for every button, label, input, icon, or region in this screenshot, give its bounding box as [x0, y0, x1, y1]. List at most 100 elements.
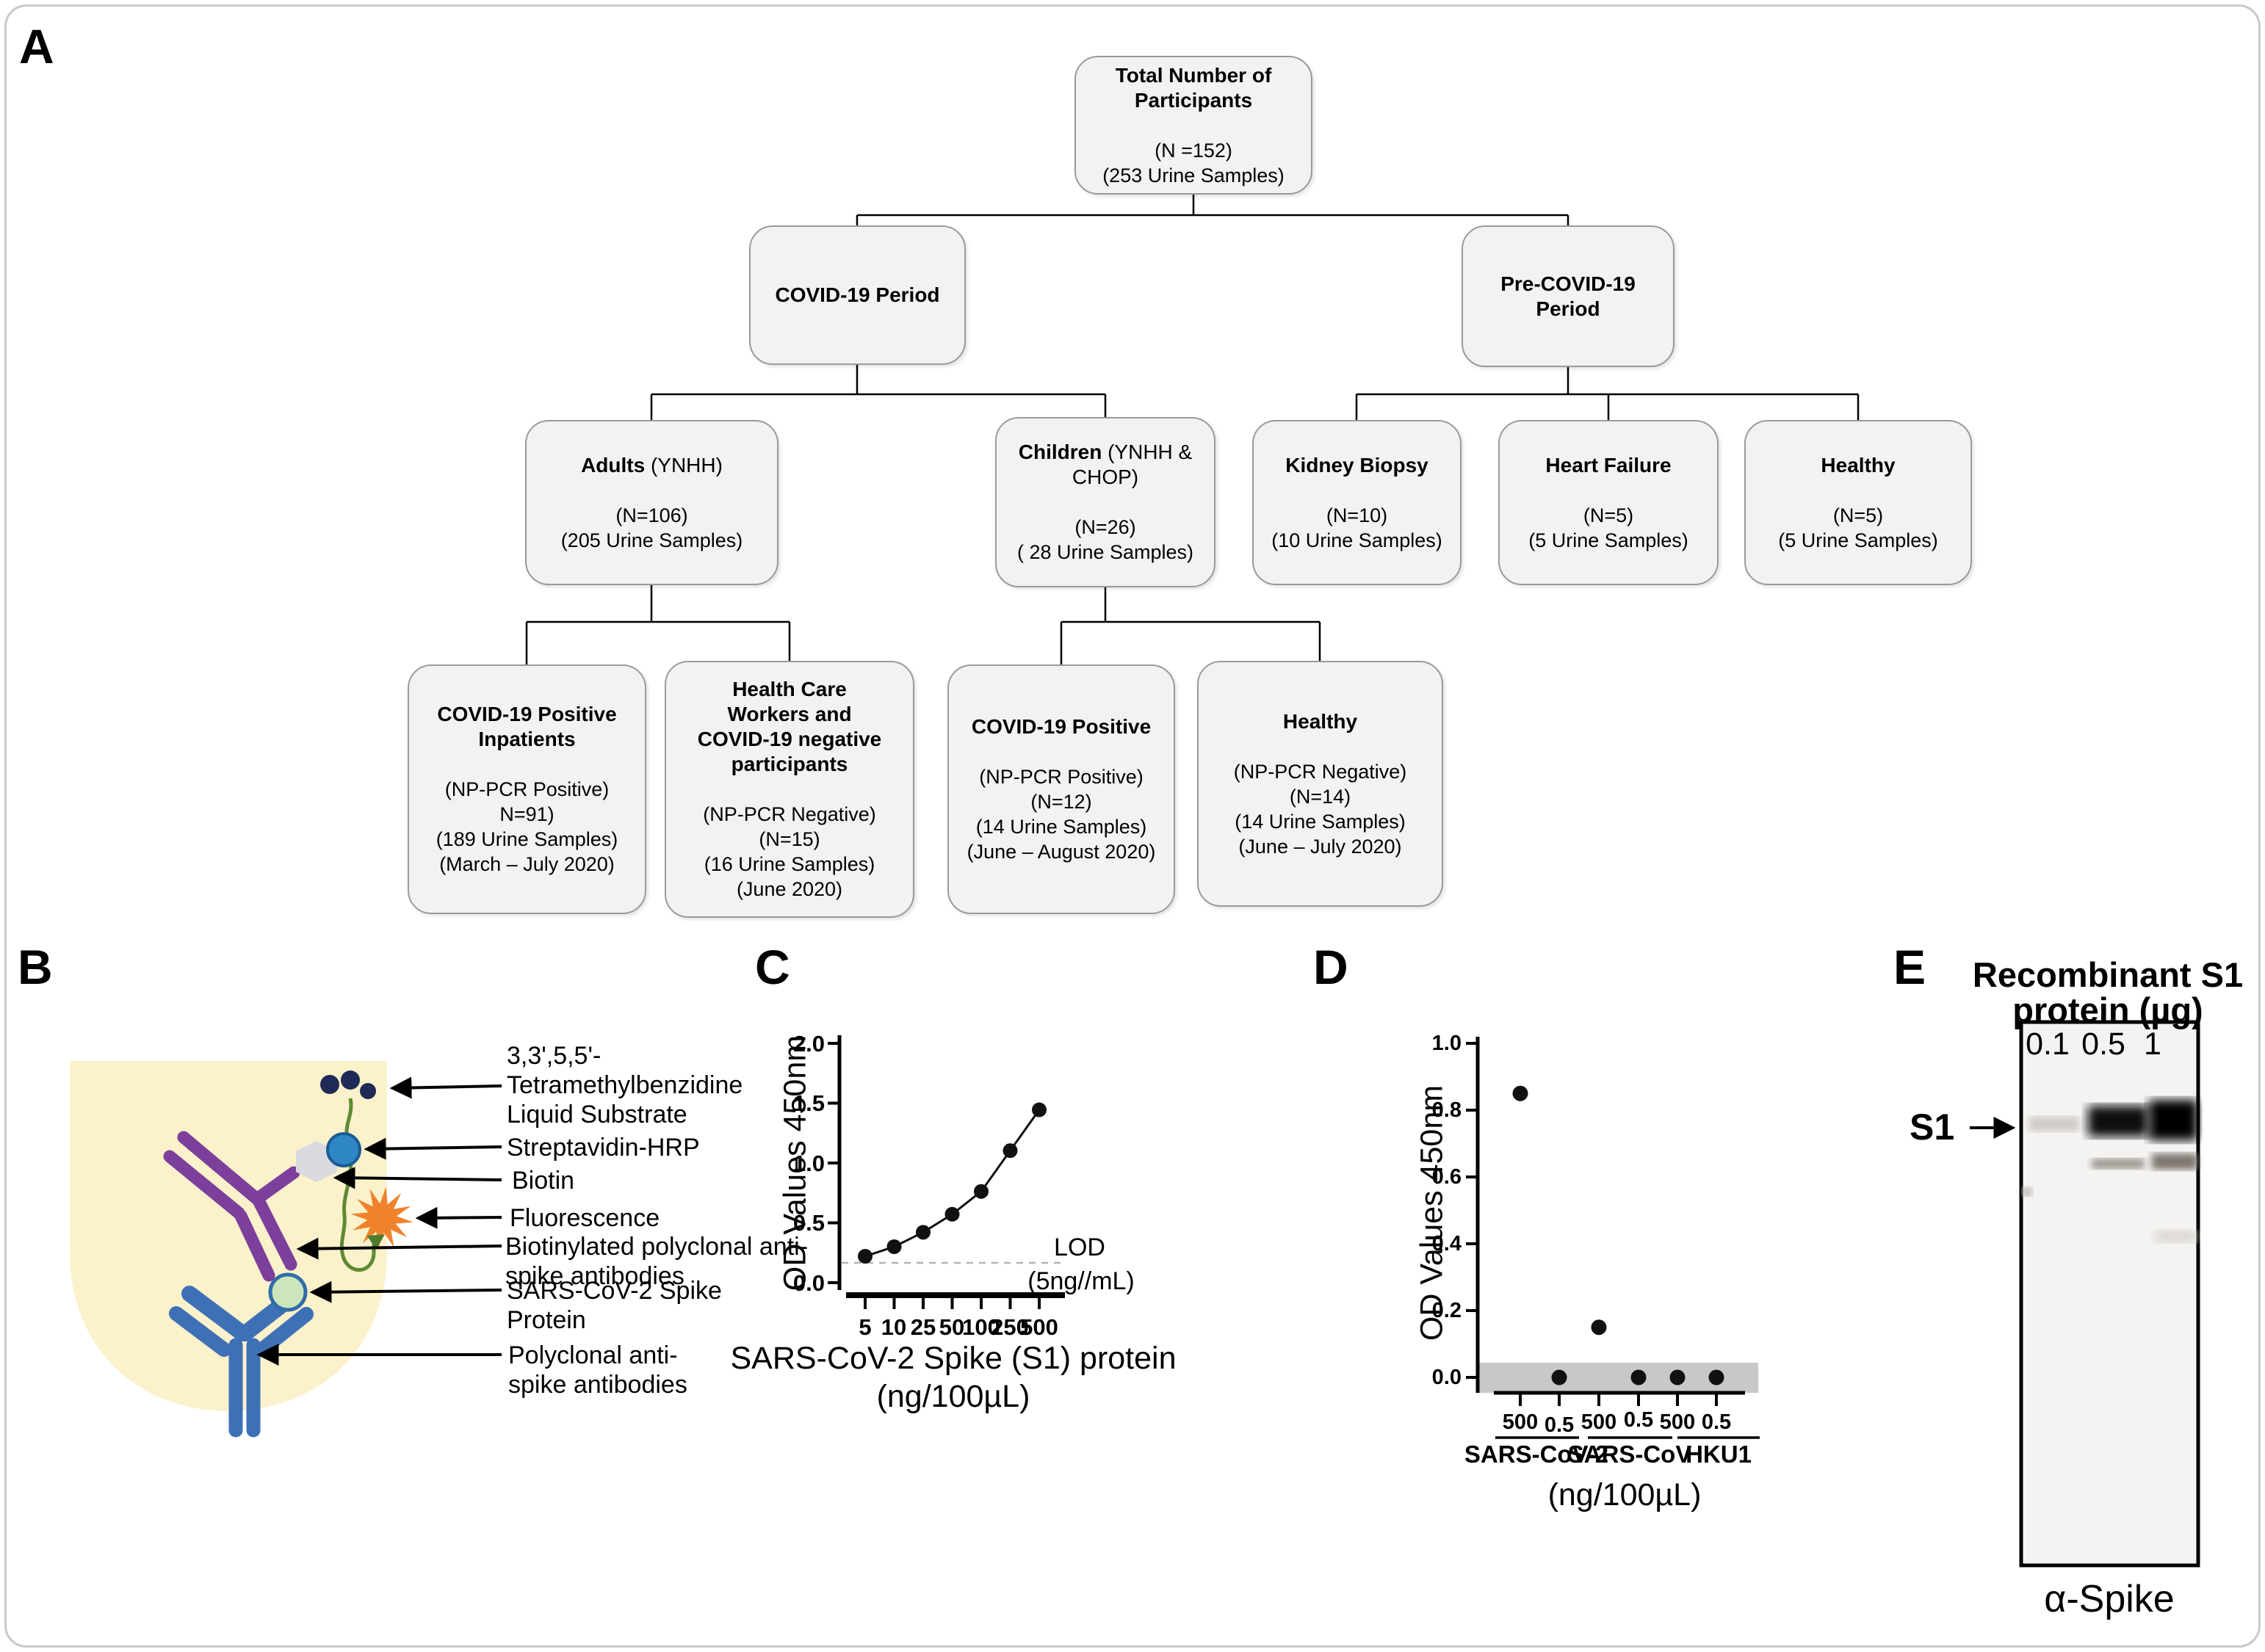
panel-d-xtick-0: 500	[1502, 1410, 1539, 1434]
blot-subband-lane2	[2092, 1159, 2145, 1169]
node-title: COVID-19 Period	[775, 283, 940, 306]
panel-d-group-hku1: HKU1	[1686, 1441, 1752, 1468]
node-title: COVID-19 Positive	[971, 715, 1152, 738]
blot-antibody-label: α-Spike	[2044, 1578, 2175, 1620]
panel-c-xtick-25: 25	[910, 1314, 936, 1340]
panel-c-series	[858, 1102, 1047, 1264]
blot-lane-label-2: 1	[2144, 1026, 2161, 1062]
streptavidin-hrp-icon	[326, 1132, 361, 1167]
lod-note: (5ng//mL)	[1027, 1267, 1135, 1295]
panel-c-x-axis-unit: (ng/100µL)	[876, 1379, 1030, 1414]
blot-subband-lane3	[2152, 1153, 2197, 1170]
panel-d-series	[1512, 1085, 1724, 1385]
blot-band-lane2	[2088, 1106, 2148, 1137]
panel-d-ytick-3: 0.6	[1431, 1165, 1462, 1189]
flowchart-node-covid-positive-children: COVID-19 Positive (NP-PCR Positive)(N=12…	[947, 664, 1175, 914]
flowchart-node-covid-inpatients: COVID-19 Positive Inpatients (NP-PCR Pos…	[408, 664, 646, 914]
flowchart-node-heart-failure: Heart Failure (N=5)(5 Urine Samples)	[1498, 420, 1719, 585]
node-title: Children	[1018, 441, 1102, 463]
panel-c-xtick-50: 50	[939, 1314, 965, 1340]
node-title-rest: (YNHH)	[645, 453, 723, 477]
western-blot	[1970, 1020, 2200, 1568]
label-biotinylated-antibody: Biotinylated polyclonal anti-spike antib…	[505, 1233, 809, 1290]
node-title: Pre-COVID-19 Period	[1500, 272, 1636, 320]
node-title: Heart Failure	[1545, 453, 1672, 477]
fluorescence-starburst-icon	[350, 1187, 413, 1250]
flowchart-node-health-care-workers: Health Care Workers and COVID-19 negativ…	[665, 661, 914, 918]
spike-protein-icon	[268, 1272, 308, 1312]
panel-d-xtick-2: 500	[1581, 1410, 1617, 1434]
node-lines: (N=106)(205 Urine Samples)	[560, 504, 743, 551]
panel-c-axes	[828, 1035, 1065, 1309]
loop-triangle-icon	[367, 1234, 385, 1250]
blot-lane-label-0: 0.1	[2026, 1026, 2070, 1062]
panel-d-x-axis-unit: (ng/100µL)	[1547, 1477, 1702, 1512]
panel-c-xtick-5: 5	[859, 1314, 872, 1340]
blot-title-line2: protein (µg)	[2012, 990, 2203, 1029]
node-title: Healthy	[1282, 709, 1358, 733]
blot-title-line1: Recombinant S1	[1972, 955, 2244, 994]
blot-speck	[2022, 1187, 2032, 1196]
panel-label-d: D	[1313, 940, 1348, 994]
panel-c-ytick-2: 1.0	[792, 1151, 825, 1176]
node-lines: (NP-PCR Negative)(N=15)(16 Urine Samples…	[703, 803, 876, 900]
panel-c-ytick-1: 0.5	[792, 1210, 825, 1236]
lod-label: LOD	[1054, 1233, 1105, 1261]
node-lines: (N=10)(10 Urine Samples)	[1271, 504, 1442, 551]
flowchart-node-healthy-children: Healthy (NP-PCR Negative)(N=14)(14 Urine…	[1197, 661, 1443, 907]
node-lines: (NP-PCR Positive)(N=12)(14 Urine Samples…	[967, 766, 1156, 863]
label-biotin: Biotin	[512, 1167, 575, 1195]
panel-d-ytick-0: 0.0	[1431, 1366, 1462, 1389]
panel-c-xtick-10: 10	[881, 1314, 907, 1340]
flowchart-node-precovid-period: Pre-COVID-19 Period	[1462, 225, 1675, 367]
blot-smudge-lane3	[2155, 1231, 2196, 1242]
panel-c-ytick-4: 2.0	[792, 1031, 825, 1057]
panel-d-ytick-2: 0.4	[1431, 1232, 1462, 1256]
blot-lane-label-1: 0.5	[2081, 1026, 2125, 1062]
panel-d-group-sars-cov-2: SARS-CoV-2	[1464, 1441, 1609, 1468]
panel-c-x-axis-label: SARS-CoV-2 Spike (S1) protein	[730, 1341, 1177, 1376]
panel-label-b: B	[18, 940, 53, 994]
flowchart-node-children: Children (YNHH & CHOP) (N=26)( 28 Urine …	[995, 417, 1215, 587]
flowchart-node-total: Total Number of Participants (N =152)(25…	[1074, 56, 1312, 195]
label-polyclonal-antibody: Polyclonal anti-spike antibodies	[508, 1341, 687, 1399]
panel-d-xtick-5: 0.5	[1701, 1410, 1732, 1434]
panel-d-group-sars-cov: SARS-CoV	[1567, 1441, 1692, 1468]
tmb-substrate-icon	[320, 1070, 376, 1099]
panel-c-ytick-0: 0.0	[792, 1270, 825, 1296]
node-title: Kidney Biopsy	[1285, 453, 1428, 477]
node-title-rest: (YNHH & CHOP)	[1072, 441, 1193, 488]
panel-d-ytick-5: 1.0	[1431, 1032, 1462, 1055]
blot-s1-label: S1	[1910, 1106, 1955, 1148]
label-streptavidin-hrp: Streptavidin-HRP	[507, 1134, 700, 1162]
flowchart-node-kidney-biopsy: Kidney Biopsy (N=10)(10 Urine Samples)	[1252, 420, 1462, 585]
blot-band-lane3	[2149, 1100, 2197, 1140]
flowchart-node-healthy-precovid: Healthy (N=5)(5 Urine Samples)	[1744, 420, 1972, 585]
flowchart-node-adults: Adults (YNHH) (N=106)(205 Urine Samples)	[525, 420, 779, 585]
panel-d-ytick-4: 0.8	[1431, 1098, 1462, 1122]
panel-c-xtick-500: 500	[1020, 1314, 1058, 1340]
label-fluorescence: Fluorescence	[510, 1204, 660, 1232]
node-lines: (N =152)(253 Urine Samples)	[1102, 139, 1285, 186]
node-lines: (N=26)( 28 Urine Samples)	[1016, 516, 1194, 563]
node-lines: (N=5)(5 Urine Samples)	[1528, 504, 1688, 551]
panel-c-xtick-100: 100	[962, 1314, 1000, 1340]
detection-antibody-icon	[163, 1131, 300, 1282]
node-lines: (NP-PCR Positive)N=91)(189 Urine Samples…	[436, 778, 618, 875]
panel-d-xtick-4: 500	[1659, 1410, 1696, 1434]
elisa-well	[70, 1061, 387, 1411]
node-lines: (N=5)(5 Urine Samples)	[1778, 504, 1938, 551]
node-title: Total Number of Participants	[1115, 63, 1272, 112]
panel-d-xtick-3: 0.5	[1623, 1408, 1654, 1432]
blot-band-lane1	[2029, 1117, 2079, 1131]
panel-c-ytick-3: 1.5	[792, 1090, 825, 1116]
elisa-annotation-arrows	[256, 1076, 502, 1366]
node-title: Health Care Workers and COVID-19 negativ…	[697, 678, 882, 775]
panel-c-xtick-250: 250	[991, 1314, 1029, 1340]
panel-d-axes	[1466, 1037, 1760, 1439]
panel-label-a: A	[19, 19, 54, 73]
